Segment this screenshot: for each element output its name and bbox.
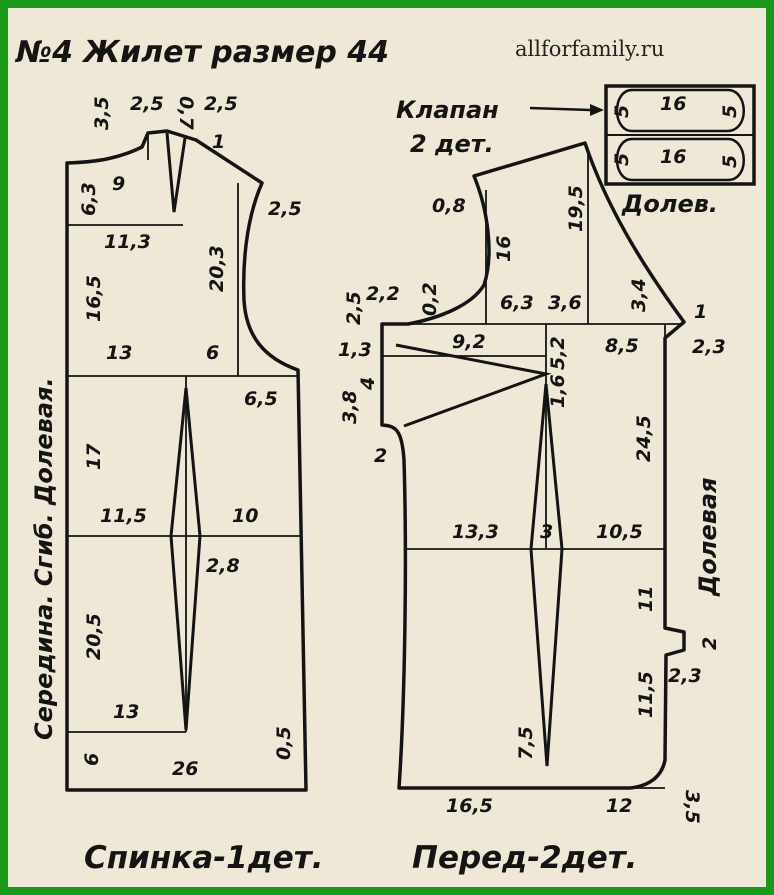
back-dim-neck-rise: 3,5: [91, 96, 113, 130]
front-dim-x: 11,5: [635, 671, 657, 718]
front-dim-s: 3: [540, 521, 553, 543]
front-dim-q: 2: [374, 445, 387, 467]
front-dim-zz: 12: [606, 795, 632, 817]
back-dim-side-upper: 16,5: [83, 275, 105, 322]
front-dim-n: 3,8: [339, 390, 361, 424]
front-dim-l: 2,3: [692, 336, 726, 358]
front-dim-e: 3,6: [548, 292, 582, 314]
back-dim-waist-right: 10: [232, 505, 258, 527]
front-dim-a: 2,5: [343, 291, 365, 325]
flap-count: 2 дет.: [410, 130, 494, 158]
back-dim-waist-left: 11,5: [100, 505, 147, 527]
front-dim-f: 3,4: [628, 278, 650, 312]
front-dim-shoulder-height: 19,5: [565, 185, 587, 232]
back-piece: [65, 129, 308, 792]
front-outline: [380, 141, 686, 790]
front-caption: Перед-2дет.: [412, 840, 637, 876]
front-dim-o: 1,6: [547, 374, 569, 408]
back-outline: [65, 129, 308, 792]
front-dim-i: 9,2: [452, 331, 486, 353]
back-shoulder-dart: [165, 132, 187, 213]
front-dim-v: 2: [699, 637, 721, 650]
front-dim-neck-height: 16: [493, 236, 515, 262]
back-dim-hem-height: 6: [81, 753, 103, 766]
back-dim-waist-height: 17: [83, 443, 105, 470]
front-dim-b: 2,2: [366, 283, 400, 305]
front-dim-y: 7,5: [515, 726, 537, 760]
flap-upper-shape: [615, 88, 745, 133]
front-dim-neck-out: 0,8: [432, 195, 466, 217]
flap-lower-shape: [615, 137, 745, 182]
front-grain-label: Долевая: [694, 477, 722, 597]
back-dim-hem-width: 26: [172, 758, 198, 780]
front-dim-w: 2,3: [668, 665, 702, 687]
flap-dim-r2-right: 5: [719, 155, 741, 168]
back-dim-chest-right: 6: [206, 342, 219, 364]
back-darts: [165, 132, 202, 731]
back-side-label: Середина. Сгиб. Долевая.: [30, 377, 58, 740]
flap-dim-r1-right: 5: [719, 105, 741, 118]
back-dim-hip-left: 13: [113, 701, 139, 723]
back-dim-shoulder-width: 2,5: [204, 93, 238, 115]
front-dim-h: 1,3: [338, 339, 372, 361]
back-dim-chest-out: 6,5: [244, 388, 278, 410]
flap-piece: [604, 84, 756, 186]
front-darts: [395, 343, 564, 767]
back-dim-neck-width: 2,5: [130, 93, 164, 115]
front-bust-dart: [395, 343, 552, 428]
back-dim-hip-height: 20,5: [83, 613, 105, 660]
back-dim-dart-top: 0,7: [175, 96, 197, 130]
back-dim-chest-left: 13: [106, 342, 132, 364]
flap-dim-r1-mid: 16: [660, 93, 686, 115]
front-dim-u: 11: [635, 586, 657, 612]
front-dim-r: 13,3: [452, 521, 499, 543]
flap-arrow: [529, 104, 604, 116]
front-dim-d: 6,3: [500, 292, 534, 314]
back-caption: Спинка-1дет.: [84, 840, 324, 876]
front-dim-z: 16,5: [446, 795, 493, 817]
front-dim-m: 4: [357, 377, 379, 391]
back-construction: [67, 133, 302, 733]
front-dim-t: 10,5: [596, 521, 643, 543]
back-waist-dart: [169, 387, 202, 731]
front-dim-p: 24,5: [633, 415, 655, 462]
front-dim-hem-out: 3,5: [681, 790, 703, 824]
back-dim-neck-depth: 6,3: [78, 182, 100, 216]
back-dim-dart-width: 2,8: [206, 555, 240, 577]
site-watermark: allforfamily.ru: [515, 37, 664, 61]
flap-dim-r2-left: 5: [611, 153, 633, 166]
back-dim-shoulder-depth: 11,3: [104, 231, 151, 253]
flap-title: Клапан: [396, 96, 499, 124]
front-piece: [380, 141, 686, 790]
flap-dim-r2-mid: 16: [660, 146, 686, 168]
back-dim-shoulder-drop: 1: [212, 131, 225, 153]
back-dim-armhole-out: 2,5: [268, 198, 302, 220]
back-dim-hem-out: 0,5: [273, 726, 295, 760]
front-waist-dart: [529, 383, 564, 767]
front-dim-g: 1: [694, 301, 707, 323]
front-dim-c: 0,2: [419, 282, 441, 316]
back-dim-neck-line: 9: [112, 173, 125, 195]
page-title: №4 Жилет размер 44: [14, 35, 389, 70]
flap-grain-label: Долев.: [621, 190, 718, 218]
front-dim-k: 8,5: [605, 335, 639, 357]
back-dim-armhole-height: 20,3: [206, 245, 228, 292]
front-construction: [382, 150, 684, 789]
flap-dim-r1-left: 5: [611, 105, 633, 118]
front-dim-j: 5,2: [547, 336, 569, 370]
